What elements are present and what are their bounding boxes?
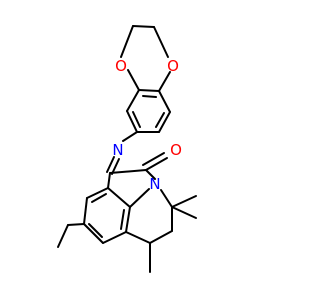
oxygen-label-top-right: O	[167, 57, 179, 75]
bond-bz-1	[107, 187, 131, 208]
nitrogen-label-imine: N	[112, 141, 123, 159]
molecule-diagram: O O N O N	[57, 25, 197, 273]
bond-o-right-aryl	[158, 71, 171, 92]
bond-bz-inner-2	[88, 223, 103, 238]
bond-co-2	[142, 152, 165, 166]
bond-aryl-1	[138, 89, 160, 92]
bond-dioxane-ch2-ch2	[132, 25, 155, 28]
structure-svg: O O N O N	[57, 25, 197, 273]
bond-imine-1	[106, 156, 115, 173]
bond-dioxane-ch2-o-right	[153, 26, 169, 58]
bond-methyl-gem-2	[171, 206, 197, 219]
bond-aryl-2	[158, 90, 171, 113]
oxygen-label-top-left: O	[115, 57, 127, 75]
bond-aryl-inner-3	[132, 111, 141, 128]
bond-c2-n	[145, 169, 156, 180]
bond-aryl-inner-2	[155, 112, 165, 128]
bond-dioxane-ch2-o-left	[120, 25, 134, 58]
bond-bz-6	[86, 187, 109, 199]
bond-ethyl-1	[67, 223, 85, 226]
oxygen-label-carbonyl: O	[170, 141, 182, 159]
bond-o-left-aryl	[127, 69, 140, 91]
bond-aryl-6	[126, 89, 140, 112]
bond-c-ch	[125, 231, 151, 244]
bond-co-1	[145, 157, 168, 171]
bond-ethyl-2	[57, 224, 69, 248]
bond-methyl-gem-1	[171, 195, 197, 208]
bond-bz-3	[102, 231, 127, 244]
bond-bz-inner-1	[120, 209, 125, 230]
nitrogen-label-ring: N	[149, 175, 160, 193]
bond-aryl-n-imine	[122, 131, 138, 142]
bond-n-c7a	[129, 188, 150, 208]
bond-c3-c2	[109, 169, 147, 174]
bond-c3-c3a	[107, 172, 111, 189]
bond-bz-2	[125, 206, 131, 233]
bond-imine-2	[111, 158, 120, 175]
bond-bz-inner-3	[91, 193, 107, 203]
atom-labels: O O N O N	[112, 57, 182, 193]
bond-bz-4	[83, 223, 104, 244]
bond-aryl-inner-1	[142, 95, 157, 98]
bond-aryl-5	[126, 110, 138, 133]
bond-ch-ch2	[149, 230, 173, 244]
bond-aryl-3	[158, 111, 171, 133]
bond-cq-n	[160, 189, 173, 208]
bonds	[57, 25, 197, 273]
bond-bz-5	[83, 197, 88, 225]
